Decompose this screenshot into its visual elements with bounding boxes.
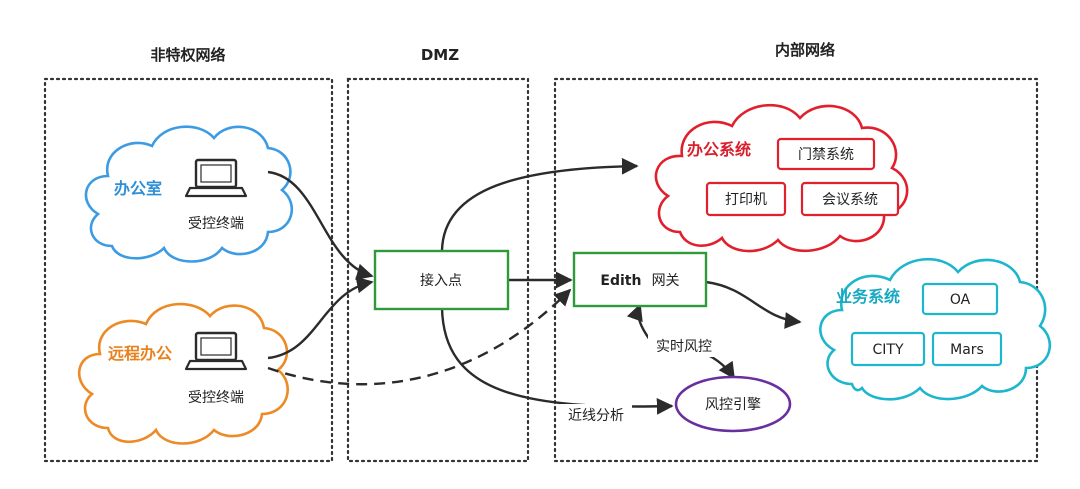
access-point-node: 接入点: [373, 249, 510, 311]
access-point-box: [373, 249, 510, 311]
office-system-item: 会议系统: [800, 181, 900, 217]
edge-access-to-risk-engine: [440, 307, 674, 415]
risk-engine-oval: [674, 375, 792, 433]
gateway-label: Edith 网关: [600, 270, 679, 289]
zone-title-unprivileged: 非特权网络: [150, 46, 225, 64]
business-system-item-label: OA: [950, 292, 971, 308]
zone-title-dmz: DMZ: [421, 46, 459, 64]
edge-remote-to-gateway-dashed: [267, 288, 572, 386]
remote-office-label: 远程办公: [108, 344, 172, 363]
risk-engine-node: 风控引擎: [674, 375, 792, 433]
laptop-icon: [184, 158, 248, 198]
gateway-box: [572, 251, 708, 308]
office-system-label: 办公系统: [687, 140, 751, 159]
office-system-item-label: 门禁系统: [798, 147, 854, 163]
business-system-item-label: Mars: [950, 342, 984, 358]
edge-risk-to-gateway: [626, 303, 651, 341]
edge-office-to-access: [267, 170, 374, 280]
business-system-cloud: 业务系统 OA CITY Mars: [819, 257, 1052, 401]
risk-engine-label: 风控引擎: [705, 397, 761, 413]
zone-title-internal: 内部网络: [775, 41, 835, 59]
gateway-label-suffix: 网关: [652, 273, 680, 289]
laptop-icon: [184, 331, 248, 371]
office-system-item: 门禁系统: [776, 137, 876, 171]
edge-label-bg: [648, 335, 720, 357]
edge-gateway-to-business: [705, 280, 802, 329]
business-system-item-label: CITY: [872, 342, 903, 358]
access-point-label: 接入点: [420, 272, 462, 289]
gateway-node: Edith 网关: [572, 251, 708, 308]
office-label: 办公室: [114, 179, 162, 198]
edge-remote-to-access: [267, 276, 374, 360]
office-system-item: 打印机: [705, 181, 787, 217]
remote-office-cloud: 远程办公 受控终端: [77, 302, 289, 445]
office-system-cloud: 办公系统 门禁系统 打印机 会议系统: [654, 103, 909, 253]
remote-device-label: 受控终端: [188, 390, 244, 406]
edge-label-realtime-risk: 实时风控: [656, 339, 712, 355]
gateway-label-name: Edith: [600, 273, 641, 289]
edge-label-bg: [560, 404, 632, 426]
edge-access-to-office-system: [440, 157, 639, 251]
office-device-label: 受控终端: [188, 216, 244, 232]
business-system-item: OA: [921, 282, 999, 316]
office-system-item-label: 会议系统: [822, 192, 878, 208]
business-system-item: Mars: [931, 331, 1003, 367]
zone-box-internal: [553, 77, 1039, 463]
business-system-item: CITY: [850, 331, 926, 367]
zone-box-dmz: [346, 77, 530, 463]
edge-label-nearline-analysis: 近线分析: [568, 408, 624, 424]
business-system-label: 业务系统: [836, 287, 900, 306]
zone-box-unprivileged: [43, 77, 334, 463]
office-system-item-label: 打印机: [725, 191, 767, 208]
office-cloud: 办公室 受控终端: [84, 125, 294, 263]
